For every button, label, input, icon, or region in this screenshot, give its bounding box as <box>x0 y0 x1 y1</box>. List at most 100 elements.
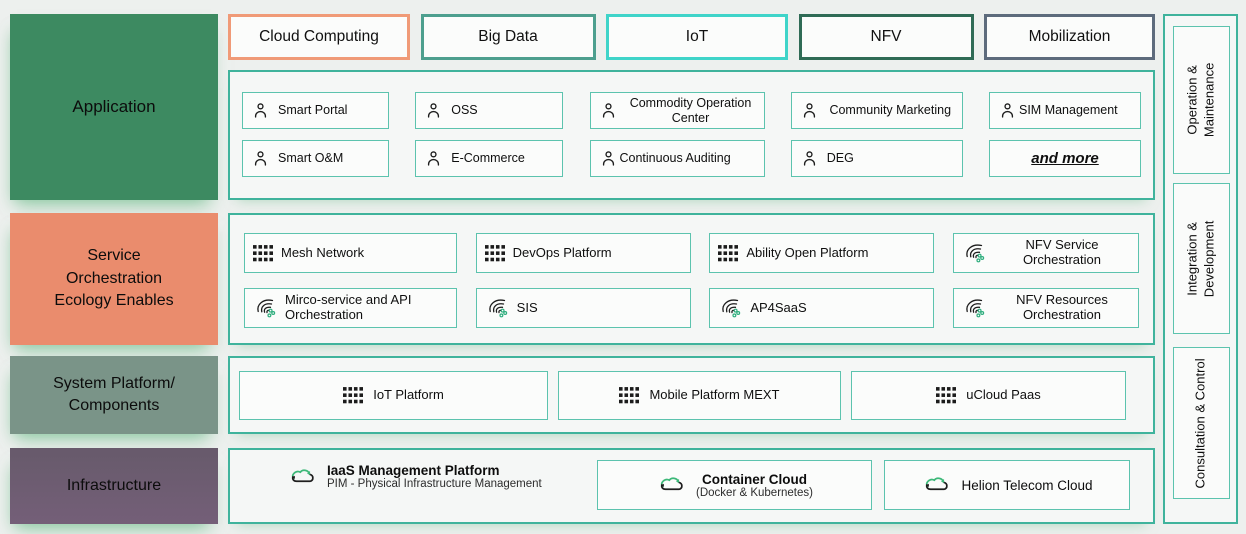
service-item-ap4saas: AP4SaaS <box>709 288 935 328</box>
grid-icon <box>484 244 505 261</box>
item-label: uCloud Paas <box>966 387 1041 403</box>
application-items-grid: Smart Portal OSS Commodity Operation Cen… <box>230 72 1153 177</box>
application-item-continuous-auditing: Continuous Auditing <box>589 140 765 177</box>
item-label: AP4SaaS <box>750 299 807 315</box>
item-label: IoT Platform <box>373 387 444 403</box>
service-item-nfv-resources-orchestration: NFV Resources Orchestration <box>952 288 1139 328</box>
tag-label: Big Data <box>478 28 538 45</box>
item-label: Smart O&M <box>278 151 344 166</box>
item-label: NFV Resources Orchestration <box>1016 292 1108 322</box>
sidebar-label-line: Operation & <box>1184 65 1200 135</box>
system-item-mobile-platform-mext: Mobile Platform MEXT <box>558 371 841 420</box>
sidebar-label-line: Integration & <box>1184 221 1200 296</box>
sidebar-item-text: Consultation & Control <box>1193 358 1210 488</box>
grid-icon <box>936 387 957 404</box>
item-label: Smart Portal <box>278 103 348 118</box>
service-item-ability-open-platform: Ability Open Platform <box>709 233 935 273</box>
stream-icon <box>488 299 507 318</box>
application-item-smart-portal: Smart Portal <box>242 92 389 129</box>
item-subtitle: (Docker & Kubernetes) <box>696 486 813 499</box>
layer-label-line: System Platform/ <box>53 374 175 392</box>
layer-label-line: Application <box>72 97 156 117</box>
tag-label: NFV <box>870 28 902 45</box>
cloud-sync-icon <box>926 477 949 491</box>
application-item-smart-om: Smart O&M <box>242 140 389 177</box>
person-icon <box>254 151 267 166</box>
system-items-row: IoT Platform Mobile Platform MEXT uCloud… <box>230 358 1153 420</box>
person-icon <box>803 103 815 118</box>
sidebar-label-line: Maintenance <box>1201 62 1217 138</box>
grid-icon <box>343 387 364 404</box>
service-item-microservice-api-orchestration: Mirco-service and API Orchestration <box>244 288 457 328</box>
layer-label-line: Components <box>68 397 160 414</box>
tag-cloud-computing: Cloud Computing <box>228 14 410 60</box>
item-label: SIM Management <box>1019 103 1118 118</box>
sidebar-label-line: Development <box>1201 220 1217 297</box>
tag-label: Cloud Computing <box>259 28 379 45</box>
sidebar-item-integration-development: Integration & Development <box>1173 183 1230 334</box>
cloud-sync-icon <box>660 477 683 491</box>
infrastructure-item-text: Container Cloud (Docker & Kubernetes) <box>696 472 813 499</box>
sidebar-item-text: Operation & Maintenance <box>1185 63 1219 137</box>
layer-label-line: Infrastructure <box>66 476 162 494</box>
layer-label-system-platform: System Platform/ Components <box>10 356 218 434</box>
sidebar-item-operation-maintenance: Operation & Maintenance <box>1173 26 1230 174</box>
grid-icon <box>619 387 640 404</box>
item-label: Continuous Auditing <box>619 151 731 166</box>
person-icon <box>254 103 267 118</box>
layer-label-service-orchestration: Service Orchestration Ecology Enables <box>10 213 218 345</box>
tag-mobilization: Mobilization <box>984 14 1155 60</box>
application-item-community-marketing: Community Marketing <box>790 92 963 129</box>
infrastructure-item-text: IaaS Management Platform PIM - Physical … <box>327 463 542 490</box>
layer-label-line: Ecology Enables <box>54 292 174 310</box>
layer-label-line: Orchestration <box>65 269 163 287</box>
item-label: SIS <box>516 299 538 315</box>
item-label: NFV Service Orchestration <box>1022 237 1101 267</box>
item-subtitle: PIM - Physical Infrastructure Management <box>327 478 542 490</box>
sidebar-item-consultation-control: Consultation & Control <box>1173 347 1230 499</box>
tag-iot: IoT <box>606 14 788 60</box>
grid-icon <box>253 244 273 261</box>
item-label: DEG <box>826 151 854 166</box>
infrastructure-item-helion-telecom-cloud: Helion Telecom Cloud <box>884 460 1130 510</box>
item-label: Ability Open Platform <box>746 244 869 260</box>
application-item-and-more: and more <box>989 140 1141 177</box>
item-label: Commodity Operation Center <box>629 96 752 125</box>
system-item-ucloud-paas: uCloud Paas <box>851 371 1126 420</box>
application-item-oss: OSS <box>415 92 564 129</box>
item-title: IaaS Management Platform <box>327 463 500 478</box>
item-label: E-Commerce <box>451 151 525 166</box>
item-title: Helion Telecom Cloud <box>961 477 1093 493</box>
item-title: Container Cloud <box>702 471 807 487</box>
person-icon <box>428 151 440 166</box>
application-item-commodity-operation-center: Commodity Operation Center <box>589 92 765 129</box>
item-label: Mesh Network <box>281 244 365 260</box>
stream-icon <box>966 299 985 318</box>
item-label: Mirco-service and API Orchestration <box>285 292 412 322</box>
service-item-sis: SIS <box>475 288 691 328</box>
tag-nfv: NFV <box>798 14 974 60</box>
service-orchestration-container: Mesh Network DevOps Platform Ability Ope… <box>228 213 1155 345</box>
item-label: and more <box>1031 149 1099 167</box>
system-item-iot-platform: IoT Platform <box>239 371 548 420</box>
item-label: Mobile Platform MEXT <box>649 387 780 403</box>
infrastructure-item-container-cloud: Container Cloud (Docker & Kubernetes) <box>597 460 872 510</box>
item-label: Community Marketing <box>829 103 952 118</box>
person-icon <box>428 103 440 118</box>
layer-label-infrastructure: Infrastructure <box>10 448 218 524</box>
stream-icon <box>257 299 276 318</box>
tag-big-data: Big Data <box>420 14 596 60</box>
layer-label-line: Service <box>87 247 141 265</box>
grid-icon <box>718 244 739 261</box>
infrastructure-container: IaaS Management Platform PIM - Physical … <box>228 448 1155 524</box>
tag-label: IoT <box>685 28 709 45</box>
application-item-sim-management: SIM Management <box>989 92 1141 129</box>
item-label: DevOps Platform <box>512 244 612 260</box>
stream-icon <box>722 299 741 318</box>
service-item-nfv-service-orchestration: NFV Service Orchestration <box>952 233 1139 273</box>
person-icon <box>1001 103 1014 118</box>
service-item-devops-platform: DevOps Platform <box>475 233 691 273</box>
service-item-mesh-network: Mesh Network <box>244 233 457 273</box>
person-icon <box>803 151 815 166</box>
person-icon <box>602 103 614 118</box>
